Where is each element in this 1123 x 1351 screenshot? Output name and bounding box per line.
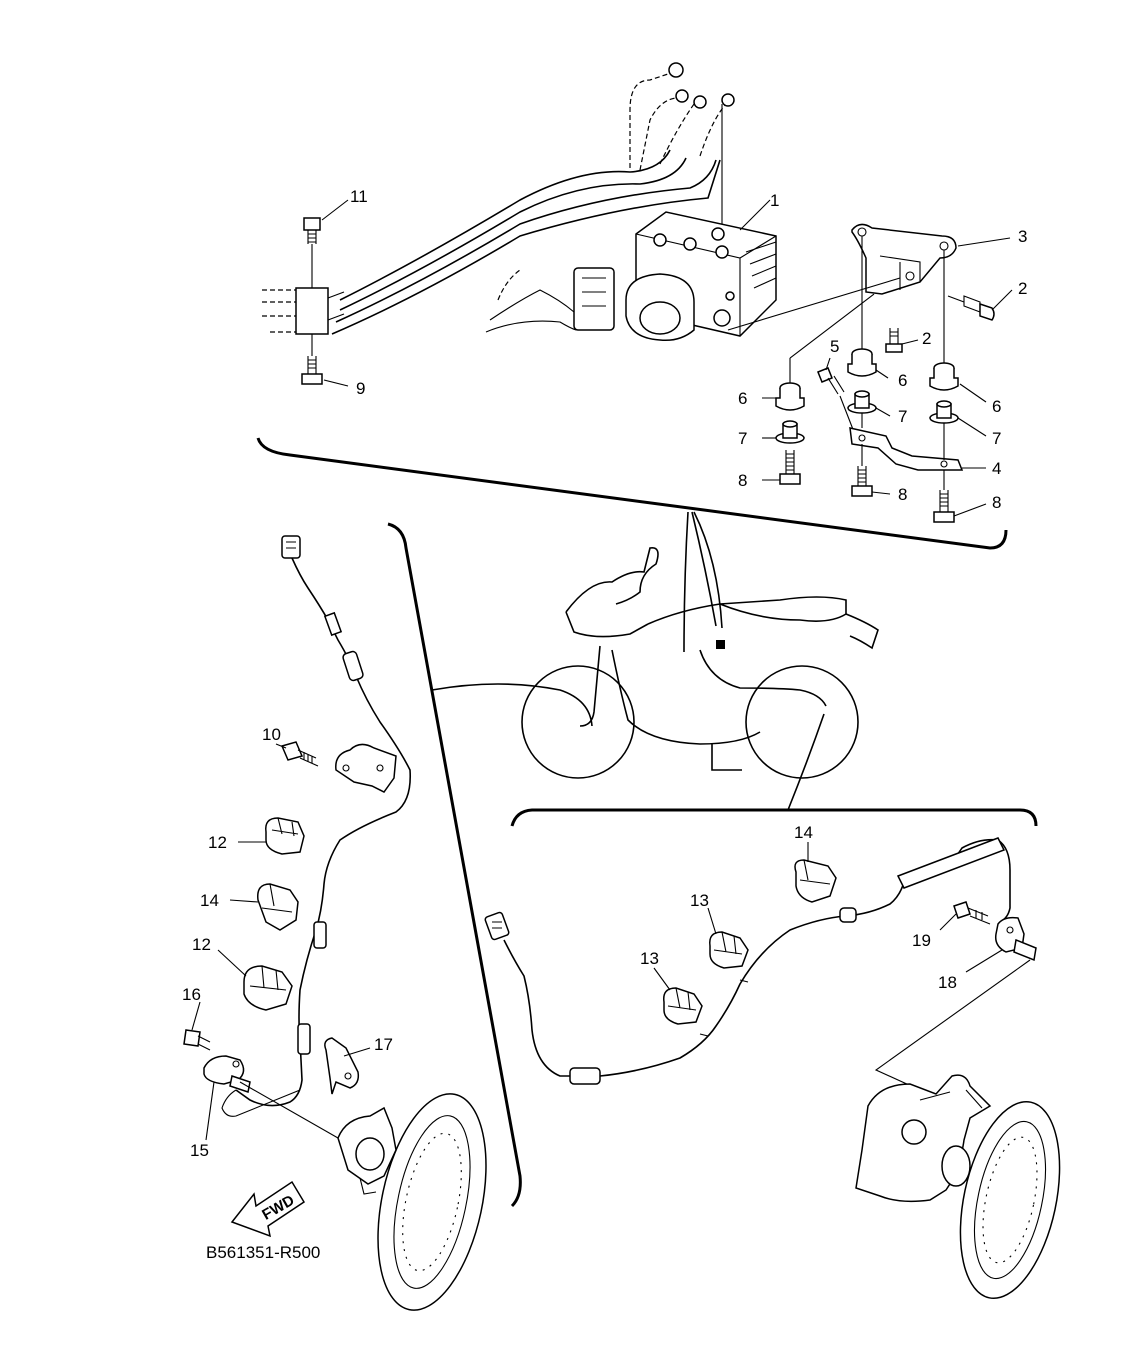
bracket-3 <box>851 223 957 295</box>
callout-6-left: 6 <box>738 389 747 408</box>
callout-14-left: 14 <box>200 891 219 910</box>
callout-2-right: 2 <box>1018 279 1027 298</box>
callout-17: 17 <box>374 1035 393 1054</box>
callout-6-right: 6 <box>992 397 1001 416</box>
callout-15: 15 <box>190 1141 209 1160</box>
callout-13-upper: 13 <box>690 891 709 910</box>
bolt-19 <box>953 901 991 925</box>
callout-2-center: 2 <box>922 329 931 348</box>
bolt-8-left <box>779 450 801 485</box>
callout-12-lower: 12 <box>192 935 211 954</box>
bracket-front-sensor <box>335 743 397 793</box>
rear-brake-disc <box>959 1100 1061 1300</box>
bolt-16 <box>183 1029 211 1051</box>
callout-7-right: 7 <box>992 429 1001 448</box>
left-group-outline <box>387 522 522 1208</box>
rear-caliper <box>855 1074 992 1203</box>
bolt-11 <box>303 217 321 288</box>
front-wheel-sensor-15 <box>203 1055 251 1093</box>
grommet-6-right <box>929 362 959 391</box>
screw-2-center <box>885 328 903 353</box>
group-leaders <box>431 511 825 811</box>
collar-7-right <box>929 400 959 424</box>
brake-pipes <box>331 62 735 335</box>
bracket-3-links <box>727 236 945 384</box>
bracket-4 <box>849 427 964 471</box>
right-group-outline <box>510 808 1038 827</box>
callout-8-right: 8 <box>992 493 1001 512</box>
callout-7-left: 7 <box>738 429 747 448</box>
clamp-13-lower <box>663 987 703 1025</box>
clamp-14-left <box>257 883 299 931</box>
callout-16: 16 <box>182 985 201 1004</box>
clamp-12-upper <box>265 817 305 855</box>
bolt-8-center <box>851 466 873 497</box>
collar-7-center <box>847 390 877 414</box>
callout-11: 11 <box>350 187 368 206</box>
callout-labels: 1 2 2 3 4 5 6 6 6 7 7 7 8 8 8 9 10 11 12… <box>182 187 1027 1160</box>
callout-13-lower: 13 <box>640 949 659 968</box>
motorcycle-silhouette <box>521 547 879 779</box>
callout-6-center: 6 <box>898 371 907 390</box>
callout-18: 18 <box>938 973 957 992</box>
callout-9: 9 <box>356 379 365 398</box>
front-brake-disc <box>377 1093 487 1311</box>
front-sensor-lead <box>221 535 412 1117</box>
grommet-6-center <box>847 348 877 377</box>
bolt-10 <box>280 741 319 767</box>
clamp-13-upper <box>709 931 749 969</box>
bracket-4-links <box>861 413 945 490</box>
fwd-arrow: FWD <box>230 1180 306 1238</box>
sensor-15-leader <box>239 1081 339 1139</box>
callout-8-center: 8 <box>898 485 907 504</box>
screw-2-right <box>947 295 995 321</box>
bolt-5 <box>817 367 855 433</box>
diagram-code: B561351-R500 <box>206 1243 320 1262</box>
callout-5: 5 <box>830 337 839 356</box>
callout-leaders <box>191 199 1013 1141</box>
callout-8-left: 8 <box>738 471 747 490</box>
junction-block <box>262 287 345 335</box>
sensor-18-leader <box>874 959 1031 1091</box>
rear-wheel-sensor-18 <box>994 916 1037 962</box>
bolt-9 <box>301 334 323 385</box>
clamp-14-right <box>794 859 837 903</box>
callout-4: 4 <box>992 459 1001 478</box>
callout-19: 19 <box>912 931 931 950</box>
abs-connector <box>485 267 615 333</box>
callout-3: 3 <box>1018 227 1027 246</box>
grommet-6-left <box>775 382 805 411</box>
callout-10: 10 <box>262 725 281 744</box>
callout-14-right: 14 <box>794 823 813 842</box>
abs-hydraulic-unit <box>625 211 777 342</box>
clamp-12-lower <box>243 965 293 1011</box>
bolt-8-right <box>933 490 955 523</box>
top-group-outline <box>256 437 1008 550</box>
callout-7-center: 7 <box>898 407 907 426</box>
callout-12-upper: 12 <box>208 833 227 852</box>
clamp-17 <box>324 1037 360 1095</box>
callout-1: 1 <box>770 191 779 210</box>
rear-sensor-lead <box>484 837 1011 1085</box>
front-caliper-hub <box>337 1106 397 1195</box>
collar-7-left <box>775 420 805 444</box>
